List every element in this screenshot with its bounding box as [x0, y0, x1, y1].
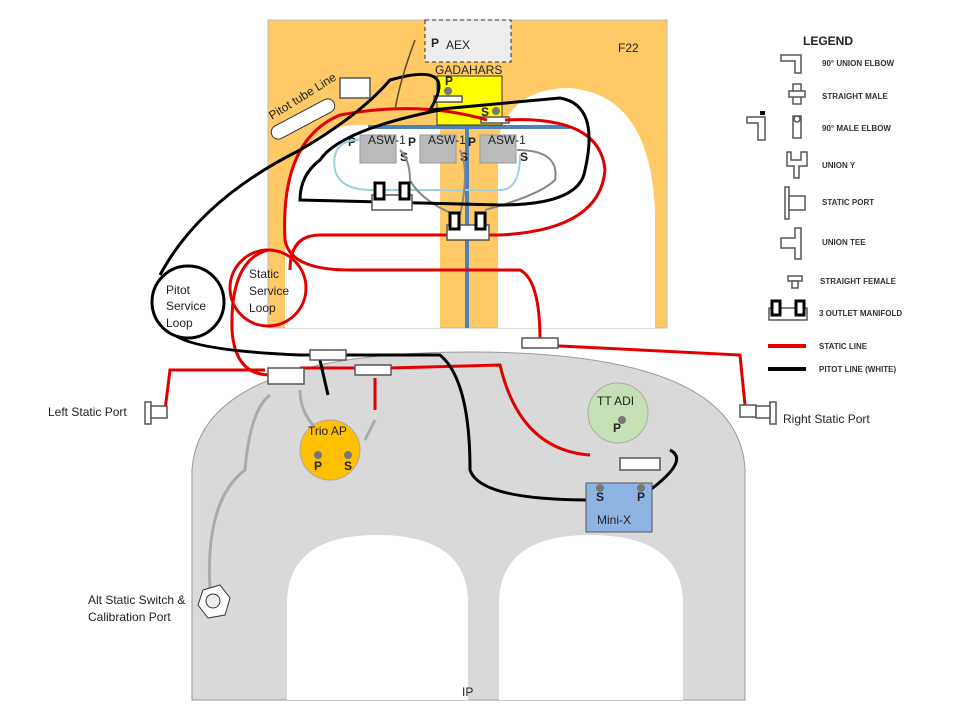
svg-text:P: P: [314, 459, 322, 473]
svg-text:Alt Static Switch &: Alt Static Switch &: [88, 593, 185, 607]
asw-1-c: ASW-1 P S: [468, 133, 528, 164]
svg-text:Right Static Port: Right Static Port: [783, 412, 870, 426]
svg-text:90° UNION ELBOW: 90° UNION ELBOW: [822, 59, 895, 68]
svg-text:STATIC LINE: STATIC LINE: [819, 342, 868, 351]
svg-text:P: P: [431, 36, 439, 50]
ip-label: IP: [462, 685, 473, 699]
svg-text:P: P: [468, 135, 476, 149]
svg-text:GADAHARS: GADAHARS: [435, 63, 502, 77]
svg-text:STRAIGHT FEMALE: STRAIGHT FEMALE: [820, 277, 897, 286]
svg-text:STRAIGHT MALE: STRAIGHT MALE: [822, 92, 888, 101]
svg-text:P: P: [637, 490, 645, 504]
svg-text:Calibration Port: Calibration Port: [88, 610, 171, 624]
asw-1-b: ASW-1 P S: [408, 133, 468, 164]
svg-text:S: S: [460, 150, 468, 164]
svg-text:ASW-1: ASW-1: [368, 133, 406, 147]
union-tee: [619, 457, 661, 471]
svg-text:ASW-1: ASW-1: [428, 133, 466, 147]
union-tee: [309, 349, 347, 361]
union-tee: [354, 364, 392, 376]
f22-label: F22: [618, 41, 639, 55]
pitot-service-loop: Pitot Service Loop: [150, 264, 226, 340]
svg-text:Mini-X: Mini-X: [597, 513, 631, 527]
svg-text:UNION Y: UNION Y: [822, 161, 856, 170]
svg-text:Loop: Loop: [249, 301, 276, 315]
static-lines: [163, 107, 747, 457]
svg-text:Service: Service: [249, 284, 289, 298]
asw-1-a: ASW-1 P S: [348, 133, 408, 164]
legend-static-port-icon: [784, 186, 806, 220]
tt-adi: TT ADI P: [587, 382, 649, 444]
svg-text:UNION TEE: UNION TEE: [822, 238, 866, 247]
svg-text:ASW-1: ASW-1: [488, 133, 526, 147]
legend-straight-male-icon: [788, 83, 806, 105]
svg-text:S: S: [520, 150, 528, 164]
svg-text:S: S: [344, 459, 352, 473]
legend-title: LEGEND: [803, 34, 853, 48]
svg-text:PITOT LINE (WHITE): PITOT LINE (WHITE): [819, 365, 897, 374]
union-tee: [521, 337, 559, 349]
mini-x: Mini-X S P: [585, 482, 653, 533]
svg-text:Loop: Loop: [166, 316, 193, 330]
alt-static-switch: Alt Static Switch & Calibration Port: [88, 584, 231, 624]
static-service-loop: Static Service Loop: [228, 248, 308, 328]
legend: LEGEND 90° UNION ELBOW STRAIGHT MALE 90°…: [746, 34, 902, 374]
aex-line: [394, 39, 416, 111]
legend-male-elbow-icon: [746, 111, 802, 141]
left-static-port: Left Static Port: [48, 401, 168, 425]
asw-static-line: [399, 149, 557, 216]
svg-text:P: P: [445, 74, 453, 88]
aex-instrument: P AEX: [424, 19, 512, 63]
svg-text:P: P: [613, 421, 621, 435]
svg-text:S: S: [596, 490, 604, 504]
manifold: [446, 211, 490, 241]
legend-manifold-icon: [768, 299, 808, 321]
trio-ap: Trio AP P S: [299, 419, 361, 481]
svg-text:Static: Static: [249, 267, 279, 281]
svg-text:S: S: [481, 105, 489, 119]
svg-text:Pitot: Pitot: [166, 283, 191, 297]
svg-text:STATIC PORT: STATIC PORT: [822, 198, 874, 207]
svg-text:Service: Service: [166, 299, 206, 313]
right-static-port: Right Static Port: [739, 401, 870, 426]
svg-text:90° MALE ELBOW: 90° MALE ELBOW: [822, 124, 891, 133]
asw-pitot-line: [333, 139, 521, 191]
ip-panel: IP: [191, 351, 746, 701]
legend-union-elbow-icon: [780, 54, 802, 74]
legend-union-y-icon: [786, 151, 808, 179]
asw-group: ASW-1 P S ASW-1 P S ASW-1 P S: [348, 133, 528, 164]
svg-text:S: S: [400, 150, 408, 164]
union-y: [267, 367, 305, 385]
svg-text:TT ADI: TT ADI: [597, 394, 634, 408]
legend-union-tee-icon: [780, 227, 802, 260]
svg-text:P: P: [408, 135, 416, 149]
svg-text:3 OUTLET MANIFOLD: 3 OUTLET MANIFOLD: [819, 309, 902, 318]
manifold: [371, 181, 413, 211]
svg-text:AEX: AEX: [446, 38, 470, 52]
svg-text:Left Static Port: Left Static Port: [48, 405, 127, 419]
svg-text:P: P: [348, 135, 356, 149]
legend-straight-female-icon: [787, 275, 803, 289]
svg-text:Trio AP: Trio AP: [308, 424, 347, 438]
